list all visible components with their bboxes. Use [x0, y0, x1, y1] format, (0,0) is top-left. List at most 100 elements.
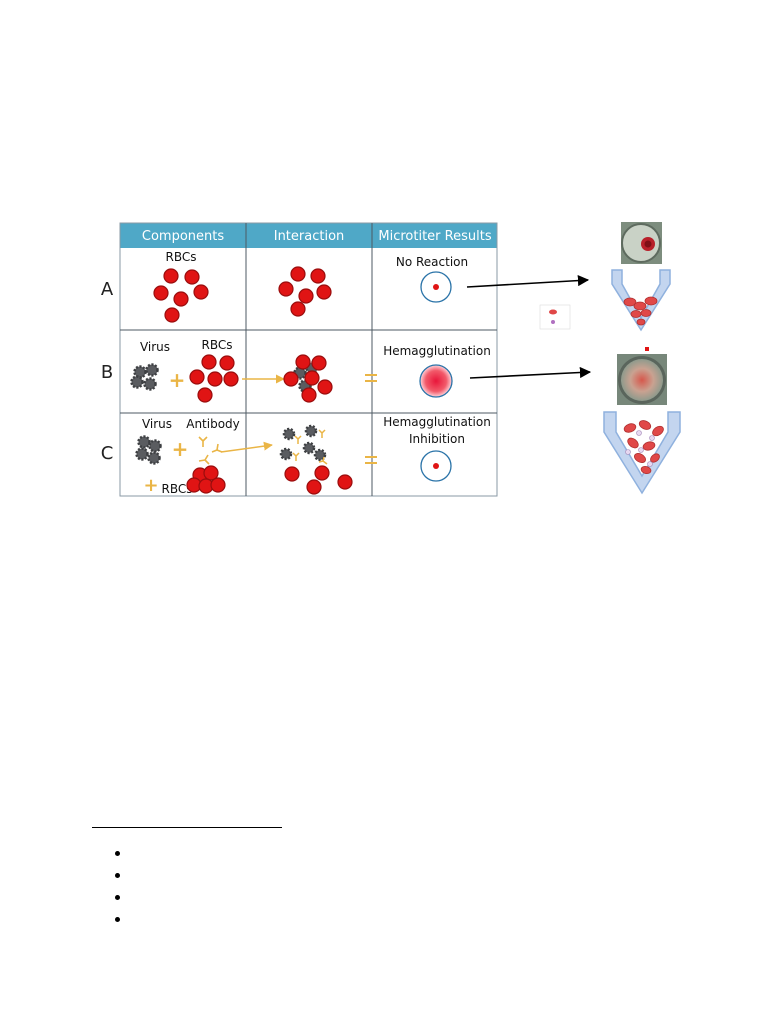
row-letter-b: B	[101, 362, 113, 383]
antibody-icon	[198, 436, 208, 447]
well-profile-a	[611, 269, 671, 332]
rbc-cluster-c-components	[186, 465, 226, 494]
virus-icon	[302, 441, 316, 455]
plus-sign-rbcs-c: +	[143, 475, 158, 496]
rbc-icon	[283, 371, 299, 387]
rbc-legend-icon	[549, 309, 557, 315]
virus-icon	[279, 447, 293, 461]
virus-cluster-c	[135, 435, 162, 465]
rbc-icon	[623, 423, 637, 433]
table-border	[119, 222, 498, 497]
well-profile-b	[603, 411, 681, 495]
virus-icon	[133, 365, 147, 379]
label-rbcs-b: RBCs	[202, 338, 233, 352]
rbc-icon	[634, 453, 646, 463]
rbc-icon	[633, 301, 647, 311]
rbc-icon	[316, 284, 332, 300]
rbc-icon	[640, 465, 652, 475]
rbc-icon	[278, 281, 294, 297]
rbc-icon	[219, 355, 235, 371]
rbc-icon	[627, 437, 639, 449]
result-label-c-line1: Hemagglutination	[383, 415, 491, 429]
header-components: Components	[142, 229, 224, 244]
interaction-c-viruses	[279, 424, 327, 462]
list-item	[104, 846, 124, 868]
rbc-icon	[207, 371, 223, 387]
rbc-icon	[638, 420, 652, 430]
virus-icon	[148, 439, 162, 453]
rbc-cluster-b-components	[189, 354, 239, 403]
arrow-to-photo-b	[469, 366, 592, 379]
rbc-icon	[203, 465, 219, 481]
rbc-icon	[314, 465, 330, 481]
marker-dot	[645, 347, 649, 351]
virus-icon	[649, 435, 655, 441]
rbc-icon	[184, 269, 200, 285]
rbc-icon	[650, 453, 660, 463]
table-header-bar	[120, 223, 497, 248]
rbc-cluster-a-components	[153, 268, 209, 323]
well-hemagglutination-b	[419, 364, 453, 398]
rbc-icon	[652, 425, 664, 437]
list-item	[104, 912, 124, 934]
rbc-icon	[630, 310, 642, 318]
result-label-a: No Reaction	[396, 255, 468, 269]
rbc-icon	[306, 479, 322, 495]
virus-icon	[130, 375, 144, 389]
list-item	[104, 868, 124, 890]
row-letter-a: A	[101, 279, 114, 300]
rbc-icon	[295, 354, 311, 370]
result-label-c-line2: Inhibition	[409, 432, 465, 446]
label-antibody-c: Antibody	[186, 417, 240, 431]
label-rbcs-a: RBCs	[166, 250, 197, 264]
footnote-separator	[92, 827, 282, 828]
rbc-icon	[210, 477, 226, 493]
rbc-icon	[223, 371, 239, 387]
equals-sign-b	[365, 374, 377, 382]
rbc-icon	[298, 288, 314, 304]
rbc-icon	[164, 307, 180, 323]
rbc-scatter-c-interaction	[284, 465, 353, 495]
label-rbcs-c: RBCs	[162, 482, 193, 496]
virus-icon	[135, 447, 149, 461]
virus-icon	[638, 447, 644, 453]
virus-legend-icon	[551, 320, 555, 324]
rbc-icon	[163, 268, 179, 284]
virus-cluster-b	[130, 363, 159, 391]
well-inhibition-c	[420, 450, 452, 482]
virus-icon	[282, 427, 296, 441]
antibody-icon	[211, 443, 223, 453]
agglutinated-cluster-b	[283, 354, 333, 403]
rbc-icon	[310, 268, 326, 284]
result-label-b: Hemagglutination	[383, 344, 491, 358]
rbc-cluster-a-interaction	[278, 266, 332, 317]
rbc-icon	[311, 355, 327, 371]
virus-icon	[147, 451, 161, 465]
virus-icon	[145, 363, 159, 377]
rbc-icon	[642, 441, 656, 451]
rbc-icon	[153, 285, 169, 301]
rbc-icon	[317, 379, 333, 395]
plus-sign-c: +	[172, 437, 189, 461]
rbc-icon	[193, 284, 209, 300]
row-letter-c: C	[101, 443, 114, 464]
virus-icon	[647, 461, 653, 467]
rbc-icon	[284, 466, 300, 482]
rbc-icon	[644, 296, 658, 306]
well-no-reaction-a	[420, 271, 452, 303]
list-item	[104, 890, 124, 912]
arrow-to-photo-a	[466, 274, 590, 288]
interaction-c-antibodies	[292, 429, 328, 465]
antibody-cluster-c	[198, 436, 223, 465]
rbc-icon	[290, 266, 306, 282]
antibody-icon	[292, 452, 300, 461]
antibody-icon	[198, 454, 210, 465]
virus-icon	[143, 377, 157, 391]
antibody-icon	[318, 429, 326, 438]
virus-icon	[625, 449, 631, 455]
well-photo-a	[621, 222, 662, 264]
rbc-icon	[201, 354, 217, 370]
results-table: Components Interaction Microtiter Result…	[101, 222, 498, 497]
bullet-list	[104, 846, 124, 934]
